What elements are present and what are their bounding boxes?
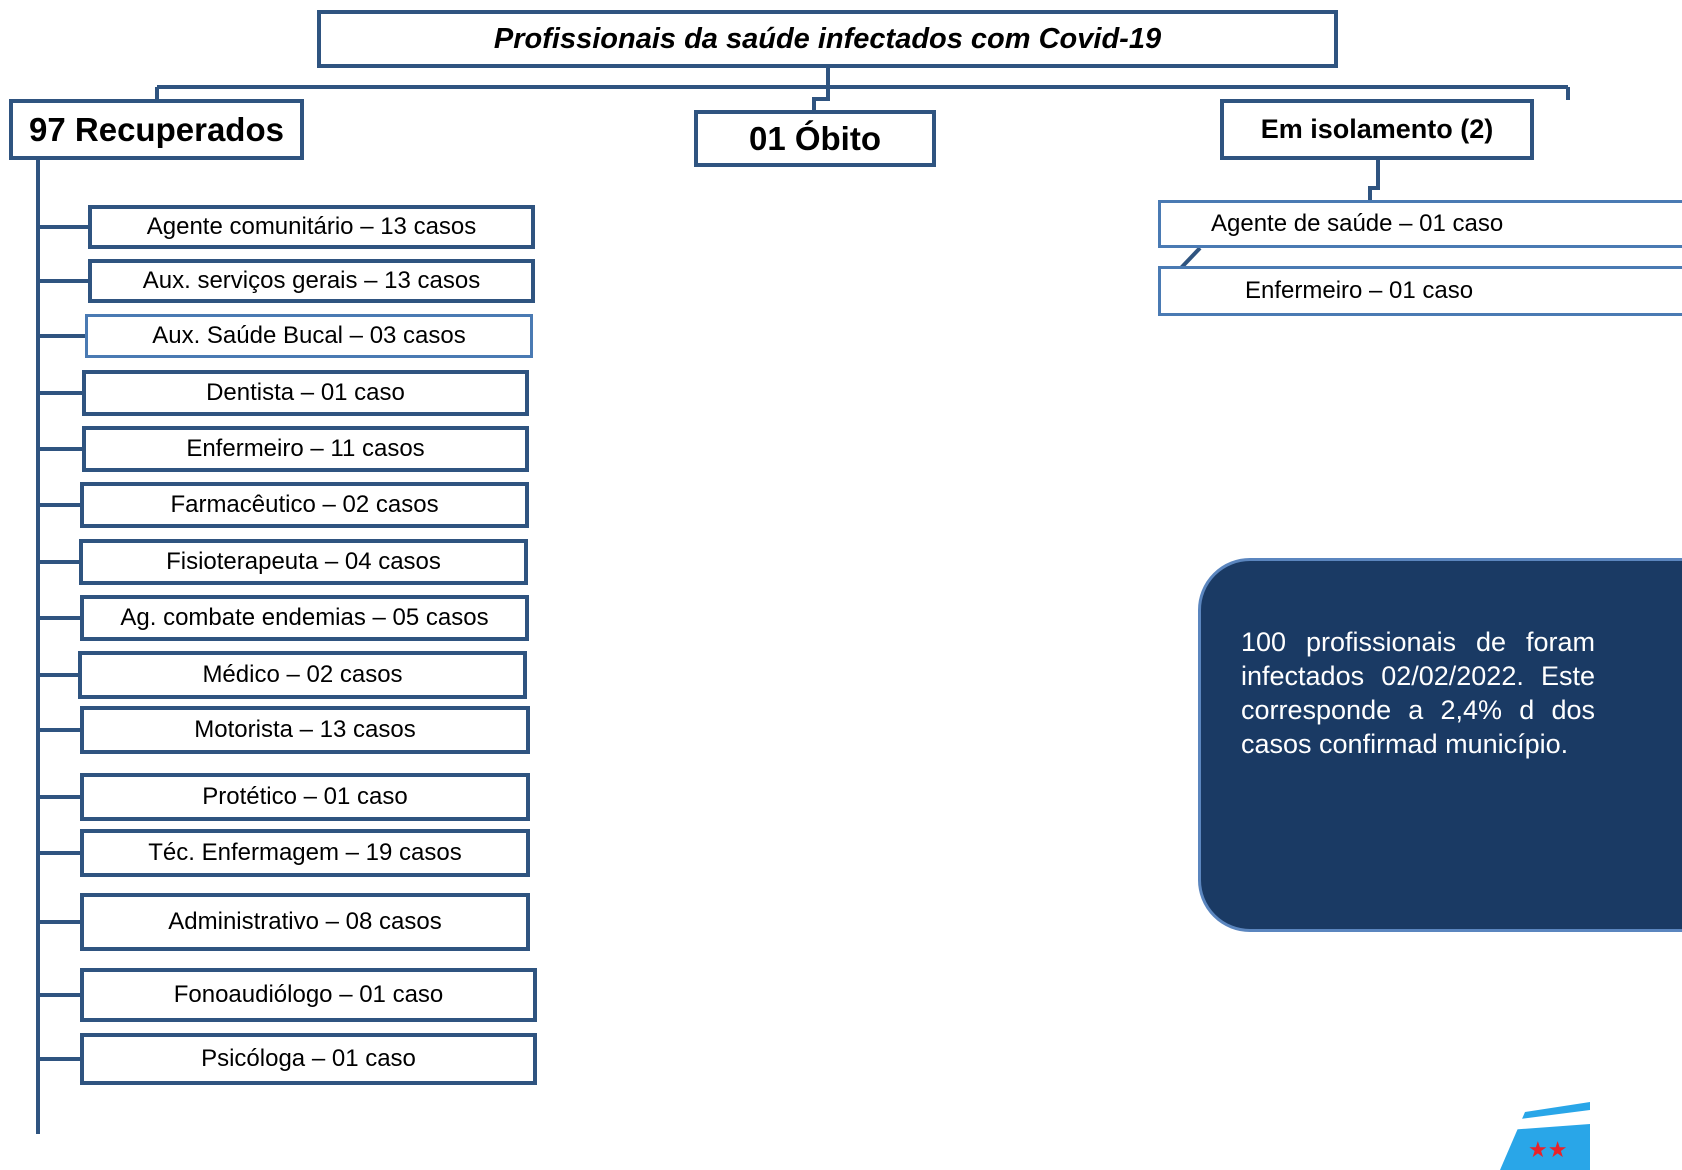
obito-header: 01 Óbito	[694, 110, 936, 167]
recuperados-item: Médico – 02 casos	[78, 651, 527, 699]
isolamento-item: Enfermeiro – 01 caso	[1158, 266, 1682, 316]
recuperados-item: Protético – 01 caso	[80, 773, 530, 821]
recuperados-item: Fonoaudiólogo – 01 caso	[80, 968, 537, 1022]
recuperados-header: 97 Recuperados	[9, 99, 304, 160]
recuperados-item: Enfermeiro – 11 casos	[82, 426, 529, 472]
recuperados-item: Téc. Enfermagem – 19 casos	[80, 829, 530, 877]
municipality-logo: ★★	[1500, 1102, 1590, 1170]
recuperados-item: Dentista – 01 caso	[82, 370, 529, 416]
recuperados-item: Fisioterapeuta – 04 casos	[79, 539, 528, 585]
isolamento-header: Em isolamento (2)	[1220, 99, 1534, 160]
summary-note: 100 profissionais de foram infectados 02…	[1198, 558, 1682, 932]
recuperados-item: Administrativo – 08 casos	[80, 893, 530, 951]
recuperados-item: Aux. Saúde Bucal – 03 casos	[85, 314, 533, 358]
isolamento-item: Agente de saúde – 01 caso	[1158, 200, 1682, 248]
recuperados-item: Ag. combate endemias – 05 casos	[80, 595, 529, 641]
diagram-title: Profissionais da saúde infectados com Co…	[317, 10, 1338, 68]
recuperados-item: Motorista – 13 casos	[80, 706, 530, 754]
recuperados-item: Farmacêutico – 02 casos	[80, 482, 529, 528]
recuperados-item: Aux. serviços gerais – 13 casos	[88, 259, 535, 303]
recuperados-item: Psicóloga – 01 caso	[80, 1033, 537, 1085]
svg-text:★★: ★★	[1528, 1138, 1567, 1163]
recuperados-item: Agente comunitário – 13 casos	[88, 205, 535, 249]
